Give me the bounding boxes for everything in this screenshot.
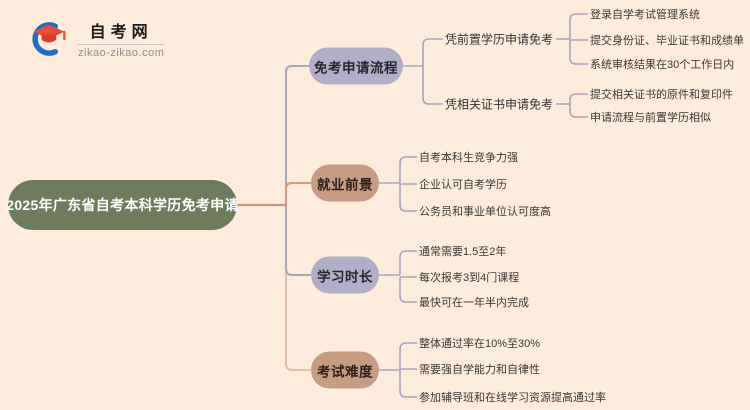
bracket-sub-1: [556, 13, 588, 65]
connector-branch-4: [285, 205, 311, 371]
leaf-fastest-completion: 最快可在一年半内完成: [419, 297, 529, 309]
leaf-duration-1-5-to-2-years: 通常需要1.5至2年: [419, 246, 507, 258]
branch-study-duration: 学习时长: [311, 256, 379, 294]
bracket-branch-1: [403, 38, 443, 105]
site-url: zikao-zikao.com: [78, 47, 165, 59]
subnode-prior-degree-exemption: 凭前置学历申请免考: [445, 32, 554, 47]
leaf-similar-process: 申请流程与前置学历相似: [590, 112, 711, 124]
leaf-pass-rate: 整体通过率在10%至30%: [419, 338, 541, 350]
logo-divider: [78, 44, 165, 45]
mindmap-root-title: 2025年广东省自考本科学历免考申请: [6, 180, 238, 230]
site-name: 自考网: [89, 24, 153, 41]
subnode-certificate-exemption: 凭相关证书申请免考: [445, 97, 554, 112]
bracket-branch-3: [379, 250, 417, 303]
leaf-tutoring-resources: 参加辅导班和在线学习资源提高通过率: [419, 392, 606, 404]
connector-branch-2: [285, 182, 311, 205]
logo: 自考网 zikao-zikao.com: [28, 18, 165, 59]
branch-employment-prospects: 就业前景: [311, 164, 379, 202]
leaf-login-system: 登录自学考试管理系统: [590, 9, 700, 21]
leaf-graduate-competitiveness: 自考本科生竞争力强: [419, 152, 518, 164]
graduation-cap-logo-icon: [32, 21, 66, 56]
connector-branch-1: [285, 65, 309, 205]
leaf-enterprise-recognition: 企业认可自考学历: [419, 179, 507, 191]
branch-exam-difficulty: 考试难度: [311, 351, 379, 389]
bracket-branch-2: [379, 156, 417, 212]
leaf-review-30-days: 系统审核结果在30个工作日内: [590, 59, 735, 71]
connector-branch-3: [285, 205, 311, 276]
leaf-submit-certificate-copies: 提交相关证书的原件和复印件: [590, 89, 733, 101]
leaf-courses-per-sitting: 每次报考3到4门课程: [419, 272, 520, 284]
branch-exemption-process: 免考申请流程: [309, 47, 403, 85]
bracket-sub-2: [556, 93, 588, 118]
bracket-branch-4: [379, 342, 417, 398]
leaf-civil-service-recognition: 公务员和事业单位认可度高: [419, 206, 551, 218]
leaf-self-discipline: 需要强自学能力和自律性: [419, 364, 540, 376]
leaf-submit-id-diploma: 提交身份证、毕业证书和成绩单: [590, 35, 744, 47]
